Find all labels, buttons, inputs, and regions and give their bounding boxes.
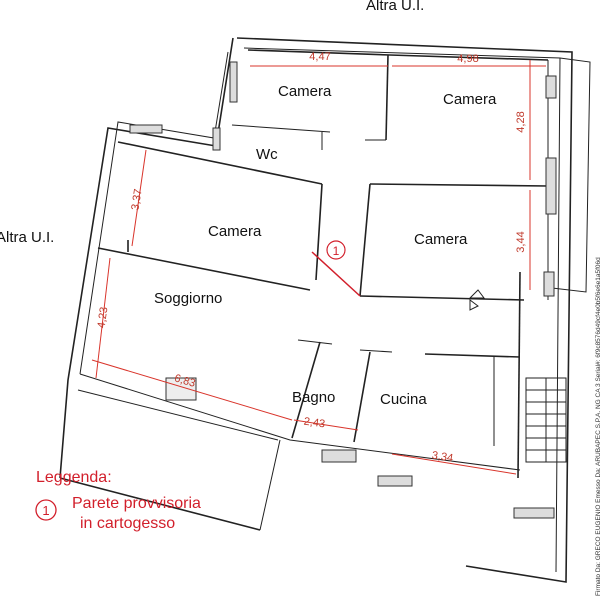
outer-walls	[59, 37, 573, 583]
temporary-partition	[311, 251, 361, 297]
staircase	[468, 289, 567, 463]
dimension-label: 4,28	[515, 111, 527, 132]
signature-stamp: Firmato Da: GRECO EUGENIO Emesso Da: ARU…	[595, 257, 602, 596]
dimension-label: 4,23	[96, 306, 111, 329]
interior-walls	[97, 49, 549, 479]
room-label-camera: Camera	[443, 91, 497, 108]
room-label-soggiorno: Soggiorno	[154, 290, 222, 307]
legend-item-line2: in cartogesso	[80, 515, 175, 532]
dimension-lines	[91, 60, 546, 475]
dimension-label: 3,37	[129, 188, 144, 211]
room-label-camera: Camera	[414, 231, 468, 248]
legend-title: Leggenda:	[36, 469, 112, 486]
neighbor-label-left: Altra U.I.	[0, 229, 54, 246]
dimension-label: 3,34	[431, 449, 454, 464]
dimension-label: 3,44	[515, 231, 527, 252]
legend-item-number: 1	[42, 503, 49, 518]
dimension-label: 4,98	[457, 53, 478, 65]
room-label-wc: Wc	[256, 146, 278, 163]
room-label-camera: Camera	[278, 83, 332, 100]
legend-item-line1: Parete provvisoria	[72, 495, 201, 512]
room-label-camera: Camera	[208, 223, 262, 240]
windows	[129, 61, 557, 519]
legend: Leggenda: 1 Parete provvisoria in cartog…	[35, 469, 201, 532]
neighbor-label-top: Altra U.I.	[366, 0, 424, 14]
dimension-label: 4,47	[309, 51, 330, 63]
room-label-bagno: Bagno	[292, 389, 335, 406]
dimension-label: 2,43	[303, 416, 326, 431]
marker-partition: 1	[326, 240, 346, 260]
balcony-right	[551, 57, 591, 293]
marker-number: 1	[333, 244, 340, 258]
dimension-label: 6,83	[173, 372, 197, 389]
room-label-cucina: Cucina	[380, 391, 427, 408]
